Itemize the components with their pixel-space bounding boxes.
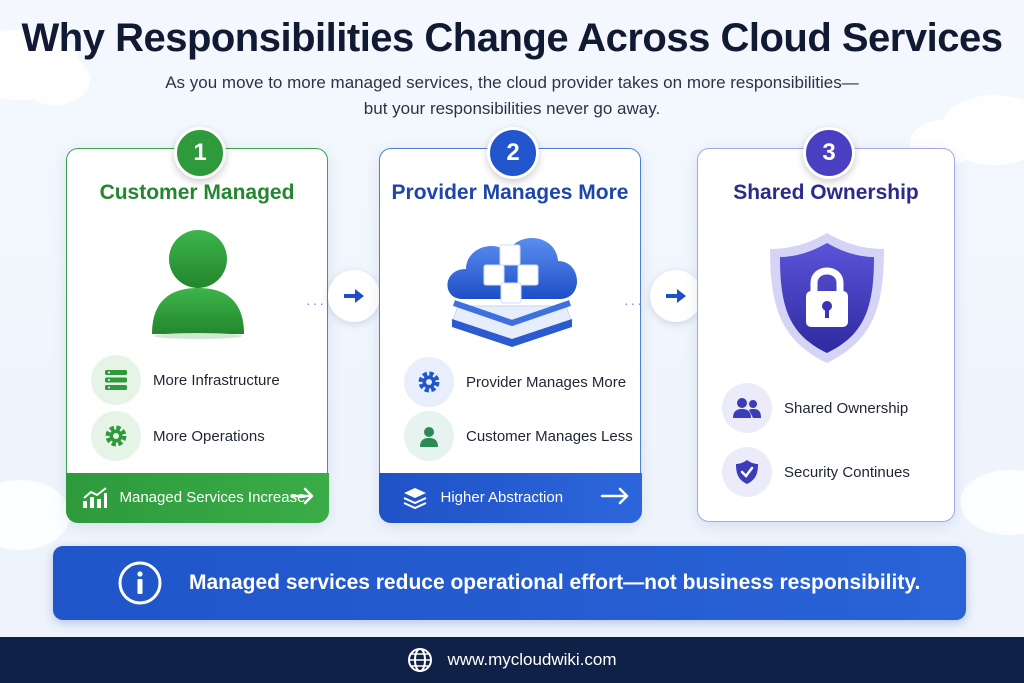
- layers-icon: [403, 487, 427, 509]
- item-shared-ownership: Shared Ownership: [722, 383, 908, 433]
- arrow-right-icon: [664, 287, 688, 305]
- footer-bar-label: Higher Abstraction: [440, 489, 564, 506]
- page-subtitle: As you move to more managed services, th…: [150, 70, 874, 122]
- item-label: Customer Manages Less: [466, 427, 633, 445]
- subtitle-line-2: but your responsibilities never go away.: [363, 99, 661, 118]
- item-more-infrastructure: More Infrastructure: [91, 355, 280, 405]
- card-title: Customer Managed: [99, 181, 295, 204]
- arrow-right-icon: [342, 287, 366, 305]
- connector-dots: ···: [306, 295, 326, 311]
- growth-chart-icon: [82, 486, 108, 509]
- footer-bar-higher-abstraction: Higher Abstraction: [378, 472, 642, 523]
- subtitle-line-1: As you move to more managed services, th…: [165, 73, 859, 92]
- info-banner: Managed services reduce operational effo…: [53, 546, 966, 620]
- item-label: Shared Ownership: [784, 399, 909, 417]
- card-shared-ownership: 3 Shared Ownership Shared Ownership Secu…: [697, 127, 955, 522]
- footer-bar-label: Managed Services Increase: [119, 489, 306, 506]
- connector-dots: ···: [624, 295, 644, 311]
- connector-arrow-2: [650, 270, 702, 322]
- item-provider-manages-more: Provider Manages More: [404, 357, 626, 407]
- website-url[interactable]: www.mycloudwiki.com: [447, 650, 617, 669]
- footer-bar-managed-services: Managed Services Increase: [65, 472, 329, 523]
- shield-lock-icon: [762, 229, 892, 369]
- item-label: More Operations: [153, 427, 265, 445]
- cloud-platform-icon: [438, 211, 586, 351]
- site-footer: www.mycloudwiki.com: [0, 637, 1024, 683]
- card-customer-managed: 1 Customer Managed More Infrastructure M…: [65, 127, 329, 523]
- page-title: Why Responsibilities Change Across Cloud…: [21, 16, 1003, 60]
- user-icon: [404, 411, 454, 461]
- server-icon: [91, 355, 141, 405]
- card-provider-manages-more: 2 Provider Manages More Provider Manages…: [378, 127, 642, 523]
- item-customer-manages-less: Customer Manages Less: [404, 411, 633, 461]
- step-number-3: 3: [803, 127, 855, 179]
- info-icon: [117, 560, 163, 606]
- item-security-continues: Security Continues: [722, 447, 910, 497]
- globe-icon: [407, 647, 433, 673]
- arrow-right-icon: [291, 486, 315, 510]
- item-label: More Infrastructure: [153, 371, 280, 389]
- person-icon: [148, 224, 248, 339]
- item-label: Provider Manages More: [466, 373, 627, 391]
- users-icon: [722, 383, 772, 433]
- gear-icon: [404, 357, 454, 407]
- step-number-2: 2: [487, 127, 539, 179]
- item-label: Security Continues: [784, 463, 910, 481]
- step-number-1: 1: [174, 127, 226, 179]
- arrow-right-icon: [600, 486, 630, 510]
- item-more-operations: More Operations: [91, 411, 265, 461]
- shield-check-icon: [722, 447, 772, 497]
- gear-icon: [91, 411, 141, 461]
- banner-text: Managed services reduce operational effo…: [189, 571, 921, 594]
- card-title: Provider Manages More: [391, 181, 629, 204]
- card-title: Shared Ownership: [733, 181, 919, 204]
- connector-arrow-1: [328, 270, 380, 322]
